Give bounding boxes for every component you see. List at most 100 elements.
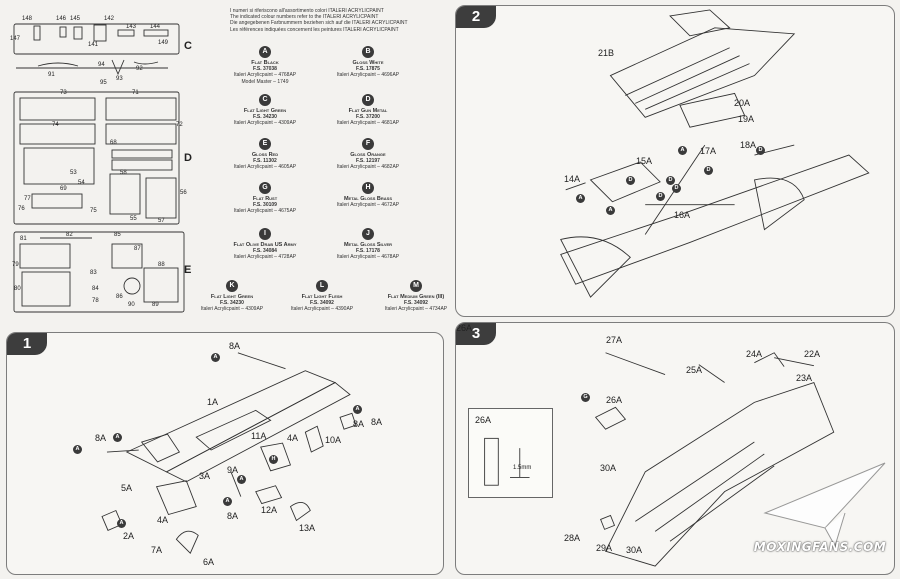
part-label: 12A [261,505,278,515]
paint-name: Flat Light Green [210,294,254,300]
paint-callout-badge: A [606,206,615,215]
paint-callout-badge: A [73,445,82,454]
paint-product-code: Italeri Acrylicpaint – 4734AP [384,306,448,313]
sprue-c-part-146 [59,26,67,38]
sprue-d-part-56 [145,177,177,219]
watermark-text: MOXINGFANS.COM [753,540,887,554]
paint-fs-code: F.S. 37200 [356,114,380,121]
part-12a [255,485,283,505]
detail-inset-drawing [484,437,530,486]
part-label: 4A [287,433,299,443]
paint-product-code: Italeri Acrylicpaint – 4309AP [200,306,264,313]
sprue-e-part-87 [111,243,143,269]
sprue-part-number: 142 [104,16,115,22]
paint-letter-badge: K [226,280,238,292]
part-27a-bar [605,352,666,376]
colour-notes: I numeri si riferiscono all'assortimento… [230,8,440,33]
part-label: 28A [564,533,581,543]
part-label: 6A [203,557,215,567]
paint-product-code: Italeri Acrylicpaint – 4390AP [290,306,354,313]
part-13a [289,502,311,522]
sprue-c-part-92 [133,61,159,65]
part-label: 22A [804,349,821,359]
part-label: 8A [227,511,239,521]
leader-8a-left [106,449,139,453]
paint-product-code: Italeri Acrylicpaint – 4682AP [336,164,400,171]
colour-note-it: I numeri si riferiscono all'assortimento… [230,8,384,14]
sprue-part-number: 89 [152,302,159,308]
part-label: 8A [95,433,107,443]
paint-fs-code: F.S. 17875 [356,66,380,73]
part-label: 14A [564,174,581,184]
sprue-part-number: 77 [24,196,31,202]
sprue-part-number: 81 [20,236,27,242]
sprue-part-number: 93 [116,76,123,82]
paint-name: Flat Light Green [243,108,287,114]
part-label: 9A [227,465,239,475]
paint-callout-badge: A [211,353,220,362]
front-bracket [140,433,181,463]
part-25a-rod [698,364,725,383]
part-10a [304,425,324,453]
part-24a-bracket [754,352,785,367]
sprue-part-number: 76 [18,206,25,212]
paint-callout-badge: D [626,176,635,185]
part-label: 2A [123,531,135,541]
sprue-part-number: 56 [180,190,187,196]
paint-fs-code: F.S. 34092 [310,300,334,307]
paint-callout-badge: A [237,475,246,484]
paint-letter-badge: A [259,46,271,58]
frame-rail-right [165,382,351,483]
paint-fs-code: F.S. 17178 [356,248,380,255]
colour-note-de: Die angegebenen Farbnummern beziehen sic… [230,20,408,27]
paint-name: Gloss White [352,60,384,66]
leader-8a-bottom [230,471,242,497]
part-label: 3A [199,471,211,481]
paint-name: Flat Gun Metal [348,108,388,114]
paint-fs-code: F.S. 34084 [253,248,277,255]
part-label: 10A [325,435,342,445]
sprue-part-number: 78 [92,298,99,304]
sprue-part-number: 91 [48,72,55,78]
paint-fs-code: F.S. 34230 [253,114,277,121]
paint-callout-badge: A [117,519,126,528]
paint-callout-badge: A [353,405,362,414]
part-label: 4A [157,515,169,525]
sprue-d-part-69 [23,147,95,185]
sprue-part-number: 54 [78,180,85,186]
part-label: 24A [746,349,763,359]
part-14a [565,182,586,191]
paint-product-code: Italeri Acrylicpaint – 4675AP [233,208,297,215]
sprue-part-number: 75 [90,208,97,214]
part-26a-muffler [594,406,627,430]
part-20a [679,92,746,128]
paint-letter-badge: D [362,94,374,106]
sprue-part-number: 74 [52,122,59,128]
paint-fs-code: F.S. 12197 [356,158,380,165]
part-label: 17A [700,146,717,156]
sprue-d-part-55 [109,173,141,215]
sprue-part-number: 55 [130,216,137,222]
paint-fs-code: F.S. 30109 [253,202,277,209]
paint-product-code: Italeri Acrylicpaint – 4696AP [336,72,400,79]
paint-name: Metal Gloss Silver [343,242,393,248]
part-label: 30A [600,463,617,473]
part-6a [175,530,199,554]
part-label: 8A [229,341,241,351]
paint-product-code: Italeri Acrylicpaint – 4309AP [233,120,297,127]
part-15a-transmission [589,161,661,203]
part-label: 5A [121,483,133,493]
sprue-part-number: 147 [10,36,21,42]
paint-name: Flat Light Flesh [301,294,343,300]
sprue-part-number: 145 [70,16,81,22]
part-label: 21B [598,48,615,58]
